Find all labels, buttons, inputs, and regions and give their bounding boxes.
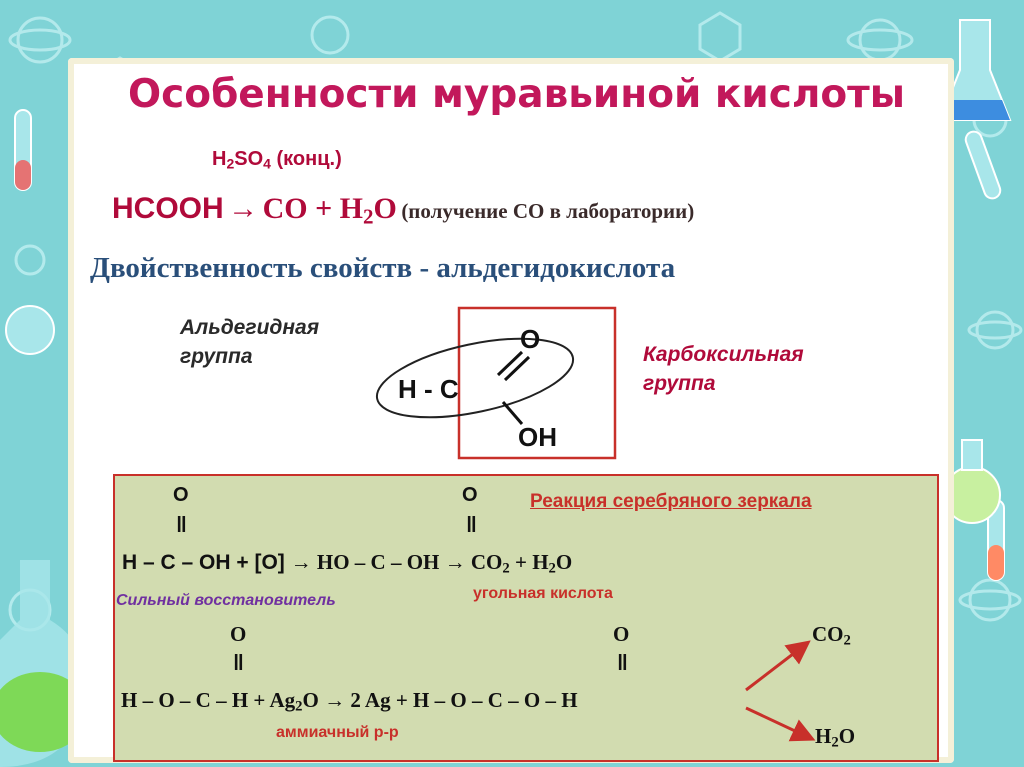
arrow-to-co2 (745, 640, 811, 692)
r2-oxygen-right: O (613, 622, 630, 646)
slide-title: Особенности муравьиной кислоты (128, 72, 906, 117)
ammonia-solution-label: аммиачный р-р (276, 724, 399, 741)
aldehyde-highlight-ellipse (375, 337, 575, 419)
arrow-to-h2o (745, 706, 816, 742)
silver-mirror-title: Реакция серебряного зеркала (530, 491, 812, 512)
reducer-label: Сильный восстановитель (116, 592, 336, 609)
h2o-product: H2O (815, 724, 856, 751)
reactant-formula: HCOOH (112, 192, 224, 225)
r2-equation: H – O – C – H + Ag2O → 2 Ag + H – O – C … (121, 688, 578, 715)
r1-double-bond-left: ‖ (176, 512, 187, 537)
decomposition-equation: HCOOH → CO + H2O (получение CO в лаборат… (112, 192, 694, 229)
r1-oxygen-right: O (462, 484, 478, 506)
reaction-arrow: → (228, 192, 259, 225)
carboxyl-highlight-box (457, 306, 617, 460)
r2-double-bond-left: ‖ (233, 650, 244, 675)
hydroxyl-group: OH (518, 422, 557, 452)
r1-equation: H – C – OH + [O] → HO – C – OH → CO2 + H… (122, 550, 573, 577)
decomposition-arrows (745, 640, 816, 742)
co2-product: CO2 (812, 622, 851, 649)
formic-acid-structure: O H - C OH (375, 306, 617, 460)
duality-heading: Двойственность свойств - альдегидокислот… (90, 252, 676, 284)
carbonic-acid-label: угольная кислота (473, 585, 613, 602)
product-formula: CO + H2O (262, 192, 397, 229)
reaction-note: (получение CO в лаборатории) (401, 199, 695, 223)
r2-oxygen-left: O (230, 622, 247, 646)
h-c-fragment: H - C (398, 374, 459, 404)
r2-double-bond-right: ‖ (617, 650, 628, 675)
r1-oxygen-left: O (173, 484, 189, 506)
oxygen-atom: O (520, 324, 540, 354)
r1-double-bond-right: ‖ (466, 512, 477, 537)
reactions-box (113, 474, 939, 762)
catalyst-label: H2SO4 (конц.) (212, 148, 342, 172)
